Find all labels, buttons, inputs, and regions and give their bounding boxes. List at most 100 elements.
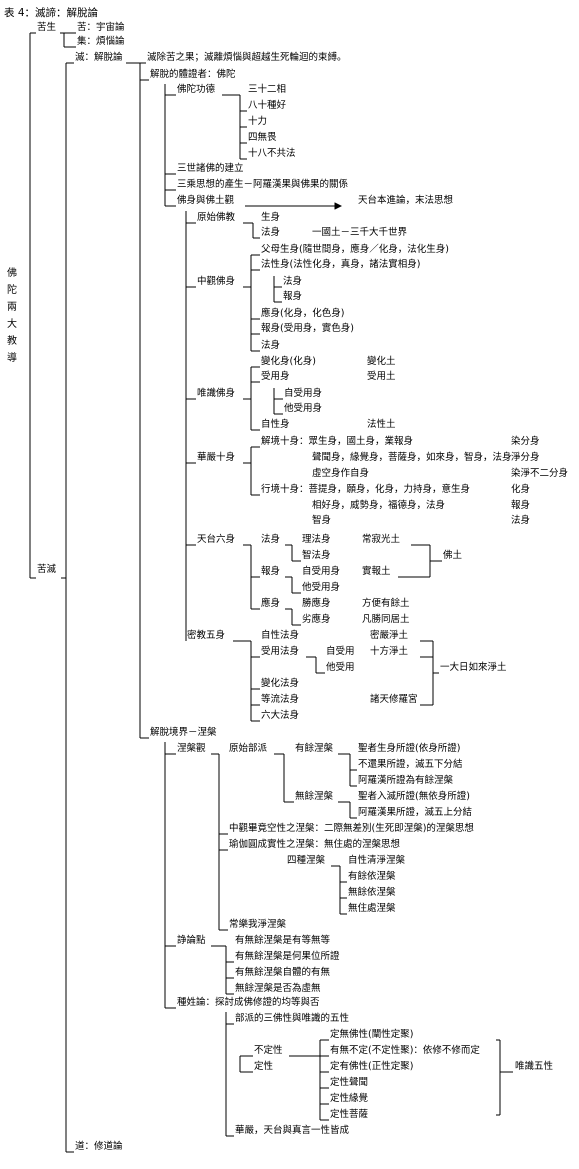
node-32: 三十二相: [248, 84, 288, 96]
node-ws-zi: 自受用身: [284, 388, 324, 400]
node-mj-bianhua: 變化法身: [261, 678, 301, 690]
node-ws-bianhuatu: 變化土: [367, 356, 397, 368]
node-tt-shibao: 實報土: [362, 566, 392, 578]
node-tt-fa: 法身: [261, 534, 282, 546]
node-hy-xukong: 虛空身作自身: [312, 468, 371, 480]
node-ws-shouyong: 受用身: [261, 371, 291, 383]
node-tt-shengying: 勝應身: [302, 598, 332, 610]
node-bupai-5: 部派的三佛性與唯識的五性: [235, 1013, 351, 1025]
node-zl-3: 有無餘涅槃自體的有無: [235, 967, 332, 979]
node-weishi5: 唯識五性: [515, 1061, 555, 1073]
node-hy-jiejing: 解境十身：眾生身，國土身，業報身: [261, 436, 415, 448]
node-yuanshi: 原始佛教: [197, 212, 237, 224]
node-mj-dengliu: 等流法身: [261, 694, 301, 706]
node-wuyu: 無餘涅槃: [295, 791, 335, 803]
node-r-bao: 報身: [511, 500, 532, 512]
node-jingjie: 解脫境界－涅槃: [150, 727, 218, 739]
node-yuqie-np: 瑜伽圓成實性之涅槃：無住處的涅槃思想: [229, 839, 402, 851]
node-zl-1: 有無餘涅槃是有等無等: [235, 935, 332, 947]
node-r-hua: 化身: [511, 484, 532, 496]
node-r-ranjing: 染分身: [511, 436, 541, 448]
node-4wuwei: 四無畏: [248, 132, 278, 144]
node-tt-fangbian: 方便有餘土: [362, 598, 411, 610]
node-zg-bao2: 報身(受用身，實色身): [261, 323, 355, 335]
node-tt-fansheng: 凡勝同居土: [362, 614, 411, 626]
node-tt-changji: 常寂光土: [362, 534, 402, 546]
node-faxing: 法性身(法性化身，真身，諸法實相身): [261, 259, 422, 271]
node-r-jingfen: 淨分身: [511, 452, 541, 464]
node-hy-zhi: 智身: [312, 515, 333, 527]
node-ws-faxingtu: 法性土: [367, 419, 397, 431]
node-zl-2: 有無餘涅槃是何果位所證: [235, 951, 341, 963]
node-kumie: 苦滅: [37, 564, 58, 576]
node-tt-lieying: 劣應身: [302, 614, 332, 626]
node-zhongguan: 中觀佛身: [197, 276, 237, 288]
node-80: 八十種好: [248, 100, 288, 112]
node-foshen: 佛身與佛土觀: [177, 195, 236, 207]
node-ws-zixing: 自性身: [261, 419, 291, 431]
node-mj-tashou: 他受用: [326, 662, 356, 674]
node-ji-fannao: 集：煩惱論: [77, 36, 126, 48]
node-wy-2: 阿羅漢果所證，滅五上分結: [358, 807, 474, 819]
node-y-3000: 一國土－三千大千世界: [312, 227, 409, 239]
node-youyu: 有餘涅槃: [295, 743, 335, 755]
node-zl-4: 無餘涅槃是否為虛無: [235, 983, 322, 995]
node-dingwu: 定無佛性(闡性定聚): [330, 1029, 415, 1041]
node-changle: 常樂我淨涅槃: [229, 919, 288, 931]
node-yy-3: 阿羅漢所證為有餘涅槃: [358, 775, 455, 787]
node-sanshi: 三世諸佛的建立: [177, 163, 245, 175]
node-tt-ying: 應身: [261, 598, 282, 610]
node-yy-2: 不還果所證，滅五下分結: [358, 759, 464, 771]
node-zg-fa: 法身: [283, 276, 304, 288]
node-hy-xingjing: 行境十身：菩提身，願身，化身，力持身，意生身: [261, 484, 472, 496]
node-niepanguan: 涅槃觀: [177, 743, 207, 755]
node-ws-bianhua: 變化身(化身): [261, 356, 317, 368]
node-dx-2: 定性緣覺: [330, 1093, 370, 1105]
node-zhongxing: 種姓論：探討成佛修證的均等與否: [177, 997, 321, 1009]
node-zhenglun: 諍論點: [177, 935, 207, 947]
node-4-2: 有餘依涅槃: [348, 871, 397, 883]
node-dx-1: 定性聲聞: [330, 1077, 370, 1089]
node-mj-liuda: 六大法身: [261, 710, 301, 722]
node-tt-zhifa: 智法身: [302, 550, 332, 562]
node-dingyou: 定有佛性(正性定聚): [330, 1061, 415, 1073]
node-hy-xingjing2: 相好身，威勢身，福德身，法身: [312, 500, 447, 512]
node-mj-zixing: 自性法身: [261, 630, 301, 642]
node-ku-yuzhou: 苦：宇宙論: [77, 22, 126, 34]
node-tiantai-ben: 天台本進論，末法思想: [358, 195, 455, 207]
node-4-1: 自性清淨涅槃: [348, 855, 407, 867]
node-dingxing-l: 定性: [254, 1061, 275, 1073]
node-yy-1: 聖者生身所證(依身所證): [358, 743, 462, 755]
node-youwu: 有無不定(不定性聚)：依修不修而定: [330, 1045, 481, 1057]
node-zg-bao: 報身: [283, 291, 304, 303]
node-r-fa: 法身: [511, 515, 532, 527]
node-mj-zishou: 自受用: [326, 646, 356, 658]
node-yuanshi-bp: 原始部派: [229, 743, 269, 755]
node-tt-fotu: 佛土: [443, 550, 464, 562]
node-weishi: 唯識佛身: [197, 388, 237, 400]
node-dx-3: 定性菩薩: [330, 1109, 370, 1121]
node-wy-1: 聖者入滅所證(無依身所證): [358, 791, 471, 803]
node-dao: 道：修道論: [75, 1141, 124, 1153]
node-4-4: 無住處涅槃: [348, 903, 397, 915]
node-sansheng: 三乘思想的產生－阿羅漢果與佛果的關係: [177, 179, 350, 191]
node-mj-shifang: 十方淨土: [370, 646, 410, 658]
node-gongde: 佛陀功德: [177, 84, 217, 96]
node-mj-zhutian: 諸天修羅宮: [370, 694, 419, 706]
diagram-title: 表 4：滅諦：解脫論: [4, 7, 99, 19]
node-18bugong: 十八不共法: [248, 148, 297, 160]
node-mj-shouyong: 受用法身: [261, 646, 301, 658]
node-tt-zishou: 自受用身: [302, 566, 342, 578]
node-zg-fa2: 法身: [261, 340, 282, 352]
node-4-3: 無餘依涅槃: [348, 887, 397, 899]
node-mijiao: 密教五身: [187, 630, 227, 642]
node-ws-shouyongtu: 受用土: [367, 371, 397, 383]
node-huayan: 華嚴十身: [197, 452, 237, 464]
node-mj-dari: 一大日如來淨土: [440, 662, 508, 674]
node-hy-jiejing2: 聲聞身，緣覺身，菩薩身，如來身，智身，法身: [312, 452, 513, 464]
node-mj-mizhuan: 密嚴淨土: [370, 630, 410, 642]
node-mie: 滅：解脫論: [75, 52, 124, 64]
node-mie-desc: 滅除苦之果；滅離煩惱與超越生死輪迴的束縛。: [147, 52, 348, 64]
